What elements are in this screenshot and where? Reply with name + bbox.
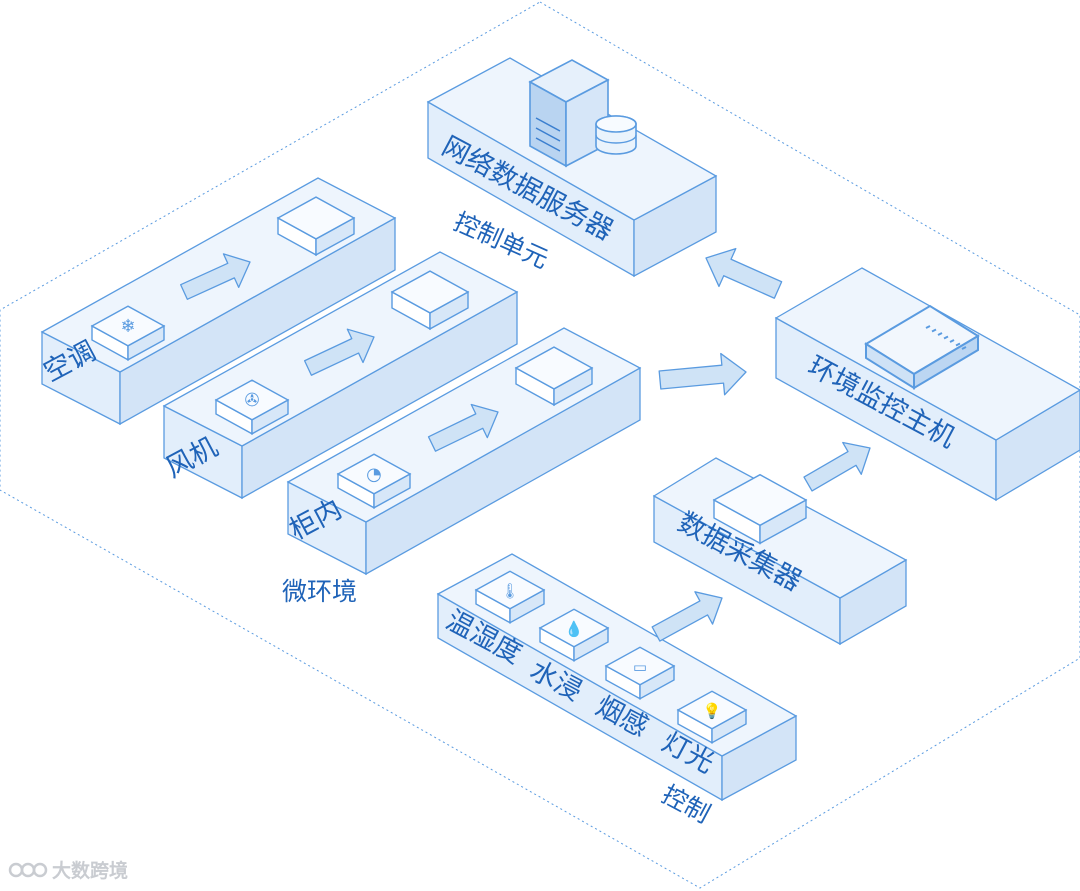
- arrow-collector-host: [803, 441, 871, 492]
- light-sensor-face-top: [676, 690, 748, 730]
- water-sensor-face-top: [538, 608, 610, 648]
- router-led: [949, 339, 955, 343]
- label-cabinet-2: 微环境: [282, 577, 357, 606]
- aircon-unit-face-top: [276, 196, 356, 240]
- logo-icon: [8, 862, 48, 877]
- snowflake-icon: ❄: [120, 316, 135, 337]
- smoke-sensor-face-top: [604, 646, 676, 686]
- arrow-aircon: [180, 253, 251, 300]
- router-led: [943, 335, 949, 340]
- cabinet-device-face-top: [336, 453, 412, 495]
- arrow-cabinet: [427, 403, 499, 452]
- arrow-to-host: [658, 352, 747, 396]
- router-led: [931, 328, 937, 333]
- arrow-sensor-collector: [651, 591, 723, 642]
- router-icon: [864, 304, 980, 390]
- smoke-sensor: [604, 646, 676, 700]
- collector-unit-face-top: [712, 473, 808, 527]
- temp-sensor: [474, 570, 546, 624]
- fan-unit: [390, 270, 470, 331]
- tower-slot: [535, 117, 561, 132]
- watermark-text: 大数跨境: [52, 860, 129, 882]
- temp-sensor-face-top: [474, 570, 546, 610]
- water-sensor: [538, 608, 610, 662]
- database-icon: [595, 115, 637, 155]
- fan-device-face-top: [214, 379, 290, 421]
- tower-slot: [535, 137, 561, 152]
- router-led: [937, 332, 943, 336]
- aircon-unit: [276, 196, 356, 257]
- collector-unit: [712, 473, 808, 545]
- db-top: [595, 115, 637, 133]
- thermometer-icon: 🌡: [500, 582, 519, 600]
- aircon-device: [90, 305, 166, 361]
- arrow-to-server: [705, 247, 783, 299]
- router-led: [925, 325, 931, 329]
- lightbulb-icon: 💡: [703, 702, 722, 720]
- light-sensor: [676, 690, 748, 744]
- cabinet-unit: [514, 346, 594, 407]
- arrow-fan: [303, 328, 375, 376]
- server-tower-icon: [528, 59, 610, 168]
- db-ring: [595, 134, 637, 144]
- tower-slot: [535, 127, 561, 142]
- router-led: [955, 342, 961, 347]
- cabinet-unit-face-top: [514, 346, 594, 390]
- fan-unit-face-top: [390, 270, 470, 314]
- fan-icon: ✇: [244, 390, 259, 411]
- router-led: [961, 346, 967, 350]
- aircon-device-face-top: [90, 305, 166, 347]
- water-drop-icon: 💧: [565, 620, 584, 638]
- watermark: 大数跨境: [8, 856, 128, 883]
- cabinet-device: [336, 453, 412, 509]
- smoke-detector-icon: ▭: [633, 658, 647, 676]
- fan-device: [214, 379, 290, 435]
- gauge-icon: ◔: [366, 464, 382, 485]
